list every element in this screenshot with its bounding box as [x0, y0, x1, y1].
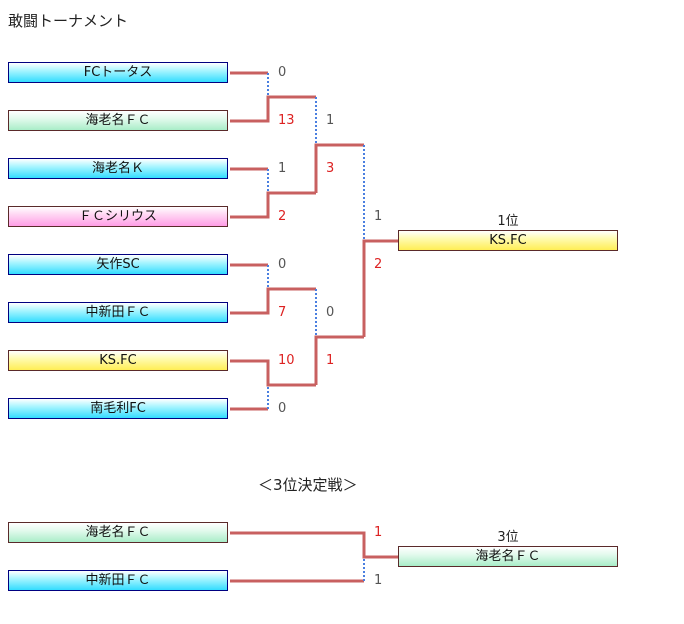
winner-box: KS.FC [398, 230, 618, 251]
score-label: 2 [374, 257, 383, 272]
score-label: 3 [326, 161, 335, 176]
bracket-line [314, 335, 364, 385]
score-label: 2 [278, 209, 287, 224]
score-label: 13 [278, 113, 295, 128]
bracket-line [362, 239, 398, 337]
team-box: ＦＣシリウス [8, 206, 228, 227]
score-label: 0 [326, 305, 335, 320]
score-label: 0 [278, 65, 287, 80]
score-label: 1 [374, 525, 383, 540]
page-title: 敢闘トーナメント [8, 12, 129, 30]
bracket-line [230, 95, 316, 123]
team-box: 矢作SC [8, 254, 228, 275]
bracket-line [314, 143, 364, 193]
score-label: 10 [278, 353, 295, 368]
team-box: 海老名ＦＣ [8, 110, 228, 131]
score-label: 1 [326, 353, 335, 368]
score-label: 1 [374, 573, 383, 588]
team-box: FCトータス [8, 62, 228, 83]
rank-label: 3位 [497, 530, 519, 545]
team-box: 中新田ＦＣ [8, 570, 228, 591]
team-box: 海老名Ｋ [8, 158, 228, 179]
score-label: 0 [278, 401, 287, 416]
score-label: 7 [278, 305, 287, 320]
score-label: 0 [278, 257, 287, 272]
score-label: 1 [278, 161, 287, 176]
bracket-line [230, 287, 316, 315]
team-box: 南毛利FC [8, 398, 228, 419]
score-label: 1 [374, 209, 383, 224]
winner-box: 海老名ＦＣ [398, 546, 618, 567]
score-label: 1 [326, 113, 335, 128]
section-title: ＜3位決定戦＞ [258, 476, 358, 494]
bracket-line [230, 531, 398, 559]
rank-label: 1位 [497, 214, 519, 229]
team-box: 中新田ＦＣ [8, 302, 228, 323]
team-box: 海老名ＦＣ [8, 522, 228, 543]
team-box: KS.FC [8, 350, 228, 371]
bracket-line [230, 191, 316, 219]
bracket-line [230, 359, 316, 387]
